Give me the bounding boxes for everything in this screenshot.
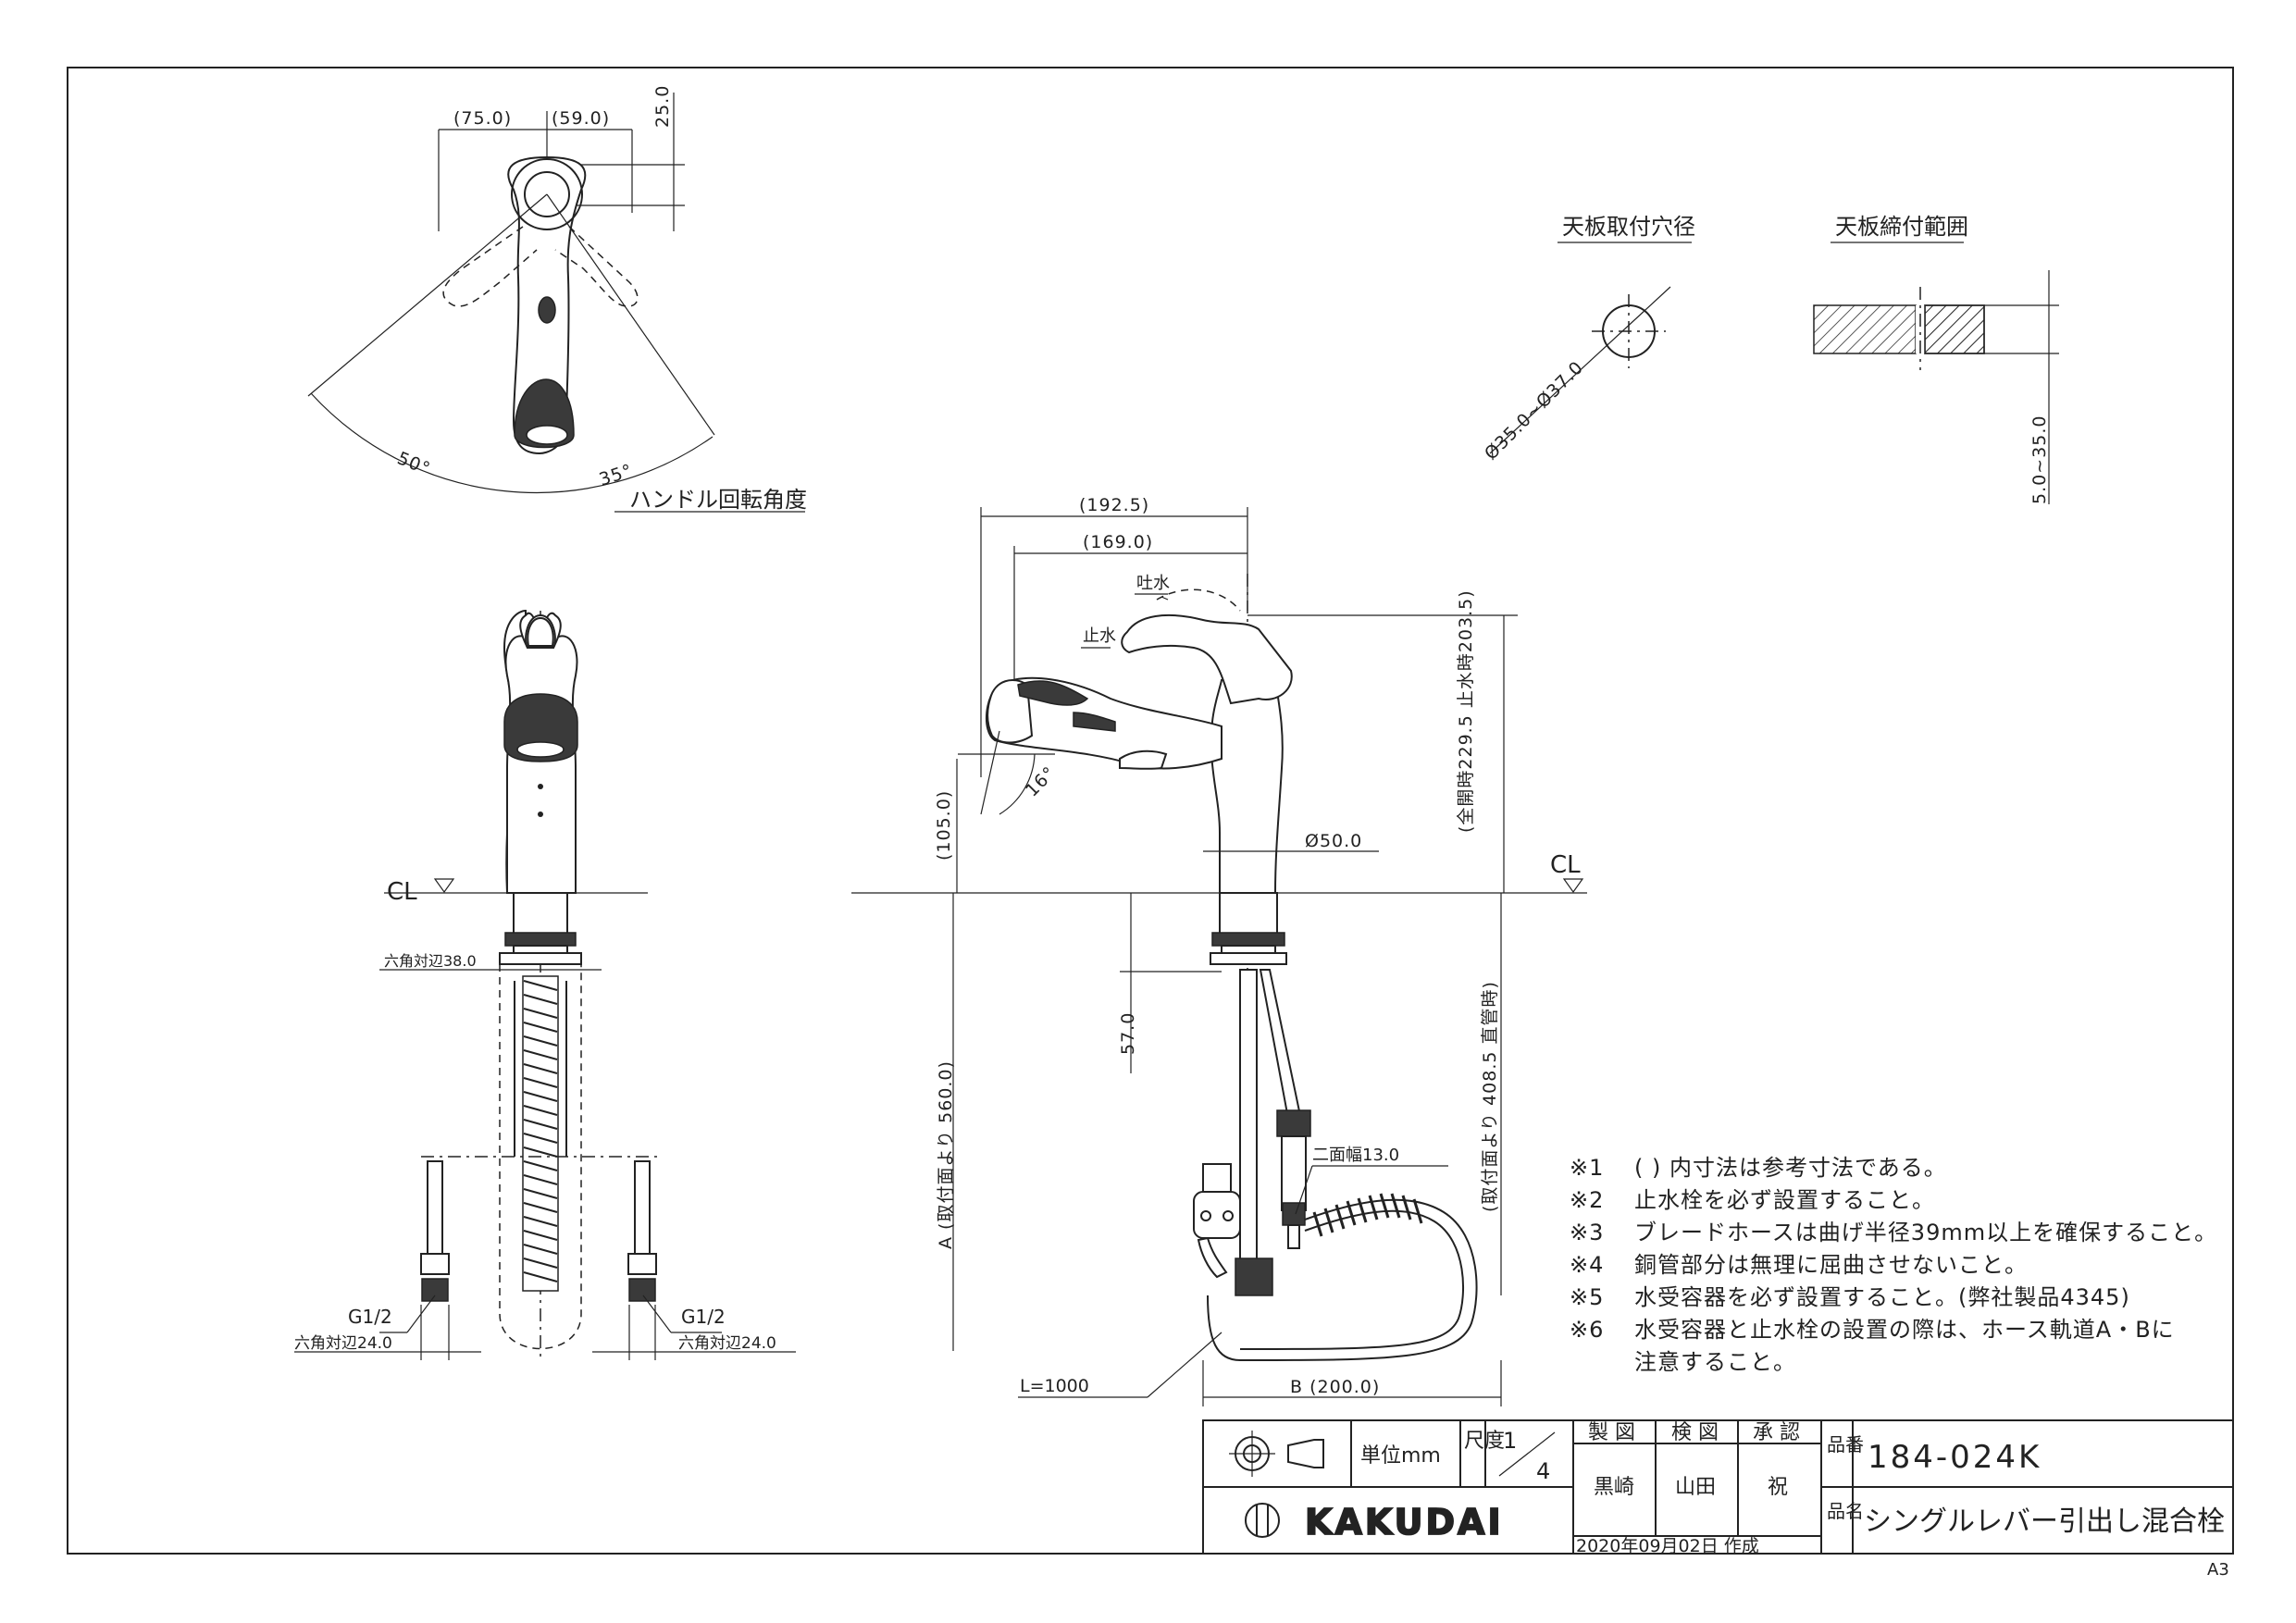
side-cl: CL xyxy=(1550,851,1581,879)
angle-left: 50° xyxy=(394,448,433,479)
clamp-range-view: 天板締付範囲 5.0~35.0 xyxy=(1813,214,2059,504)
unit-label: 単位mm xyxy=(1360,1444,1441,1468)
brand-name: KAKUDAI xyxy=(1305,1502,1504,1542)
stop-label: 止水 xyxy=(1083,626,1116,646)
flat-13: 二面幅13.0 xyxy=(1312,1146,1399,1165)
front-view: CL 六角対辺38.0 xyxy=(294,609,796,1360)
hose-length: L=1000 xyxy=(1020,1376,1089,1396)
note-6: 水受容器と止水栓の設置の際は、ホース軌道A・Bに xyxy=(1634,1317,2175,1343)
dim-dia50: Ø50.0 xyxy=(1305,831,1362,851)
name-made: 黒崎 xyxy=(1594,1476,1634,1499)
front-hex24-left: 六角対辺24.0 xyxy=(294,1334,392,1353)
col-check: 検 図 xyxy=(1671,1421,1719,1444)
note-2-no: ※2 xyxy=(1570,1187,1604,1213)
dim-top-left: (75.0) xyxy=(453,108,512,129)
scale-num: 1 xyxy=(1503,1428,1517,1454)
scale-label: 尺度 xyxy=(1464,1430,1505,1453)
dim-408: (取付面より 408.5 直管時) xyxy=(1480,981,1500,1212)
note-6-cont: 注意すること。 xyxy=(1634,1349,1796,1375)
col-made: 製 図 xyxy=(1588,1421,1635,1444)
projection-symbol-icon xyxy=(1229,1431,1324,1477)
dim-192: (192.5) xyxy=(1079,495,1149,515)
dim-a: A (取付面より 560.0) xyxy=(936,1060,956,1249)
hole-dim: Ø35.0~Ø37.0 xyxy=(1481,357,1588,465)
spout-label: 吐水 xyxy=(1136,574,1170,593)
name-approve: 祝 xyxy=(1768,1476,1788,1499)
clamp-title: 天板締付範囲 xyxy=(1835,214,1968,240)
front-cl: CL xyxy=(387,878,417,906)
part-no: 184-024K xyxy=(1868,1439,2042,1476)
scale-den: 4 xyxy=(1536,1458,1550,1484)
date: 2020年09月02日 作成 xyxy=(1576,1536,1759,1556)
note-1: ( ) 内寸法は参考寸法である。 xyxy=(1634,1155,1947,1181)
note-2: 止水栓を必ず設置すること。 xyxy=(1634,1187,1935,1213)
dim-105: (105.0) xyxy=(934,790,954,861)
note-4-no: ※4 xyxy=(1570,1252,1604,1278)
note-1-no: ※1 xyxy=(1570,1155,1604,1181)
dim-top-right: (59.0) xyxy=(552,108,610,129)
note-3: ブレードホースは曲げ半径39mm以上を確保すること。 xyxy=(1634,1220,2217,1245)
title-block: 単位mm 尺度 1 4 製 図 検 図 承 認 黒崎 山田 祝 2020年09月… xyxy=(1202,1419,2234,1580)
clamp-dim: 5.0~35.0 xyxy=(2029,415,2050,504)
front-hex38: 六角対辺38.0 xyxy=(384,952,477,970)
sheet-size: A3 xyxy=(2207,1560,2229,1580)
note-3-no: ※3 xyxy=(1570,1220,1604,1245)
note-5-no: ※5 xyxy=(1570,1284,1604,1310)
front-hex24-right: 六角対辺24.0 xyxy=(678,1334,776,1353)
dim-169: (169.0) xyxy=(1083,532,1153,552)
sheet-border xyxy=(67,67,2234,1555)
hole-diameter-view: 天板取付穴径 Ø35.0~Ø37.0 xyxy=(1481,214,1695,465)
dim-57: 57.0 xyxy=(1118,1012,1138,1055)
front-g-left: G1/2 xyxy=(348,1306,392,1328)
name-check: 山田 xyxy=(1675,1476,1716,1499)
part-no-label: 品番 xyxy=(1827,1433,1864,1456)
dim-b: B (200.0) xyxy=(1290,1377,1380,1397)
angle-right: 35° xyxy=(597,460,636,489)
top-view: (75.0) (59.0) 25.0 50° 35° ハンドル回転角度 xyxy=(307,85,807,513)
handle-rotation-caption: ハンドル回転角度 xyxy=(629,487,807,513)
dim-height: (全開時229.5 止水時203.5) xyxy=(1456,589,1476,833)
kakudai-logo-icon xyxy=(1245,1503,1280,1538)
part-name: シングルレバー引出し混合栓 xyxy=(1864,1505,2225,1538)
note-5: 水受容器を必ず設置すること。(弊社製品4345) xyxy=(1634,1284,2130,1310)
part-name-label: 品名 xyxy=(1827,1500,1864,1522)
notes: ※1 ( ) 内寸法は参考寸法である。 ※2 止水栓を必ず設置すること。 ※3 … xyxy=(1570,1155,2217,1375)
note-6-no: ※6 xyxy=(1570,1317,1604,1343)
hole-title: 天板取付穴径 xyxy=(1562,214,1695,240)
col-approve: 承 認 xyxy=(1753,1421,1800,1444)
side-view: CL (192.5) (169.0) 吐水 止水 16° (105.0) xyxy=(851,495,1587,1406)
note-4: 銅管部分は無理に屈曲させないこと。 xyxy=(1634,1252,2028,1278)
dim-top-25: 25.0 xyxy=(652,85,673,128)
angle-16: 16° xyxy=(1022,762,1060,800)
front-g-right: G1/2 xyxy=(681,1306,726,1328)
